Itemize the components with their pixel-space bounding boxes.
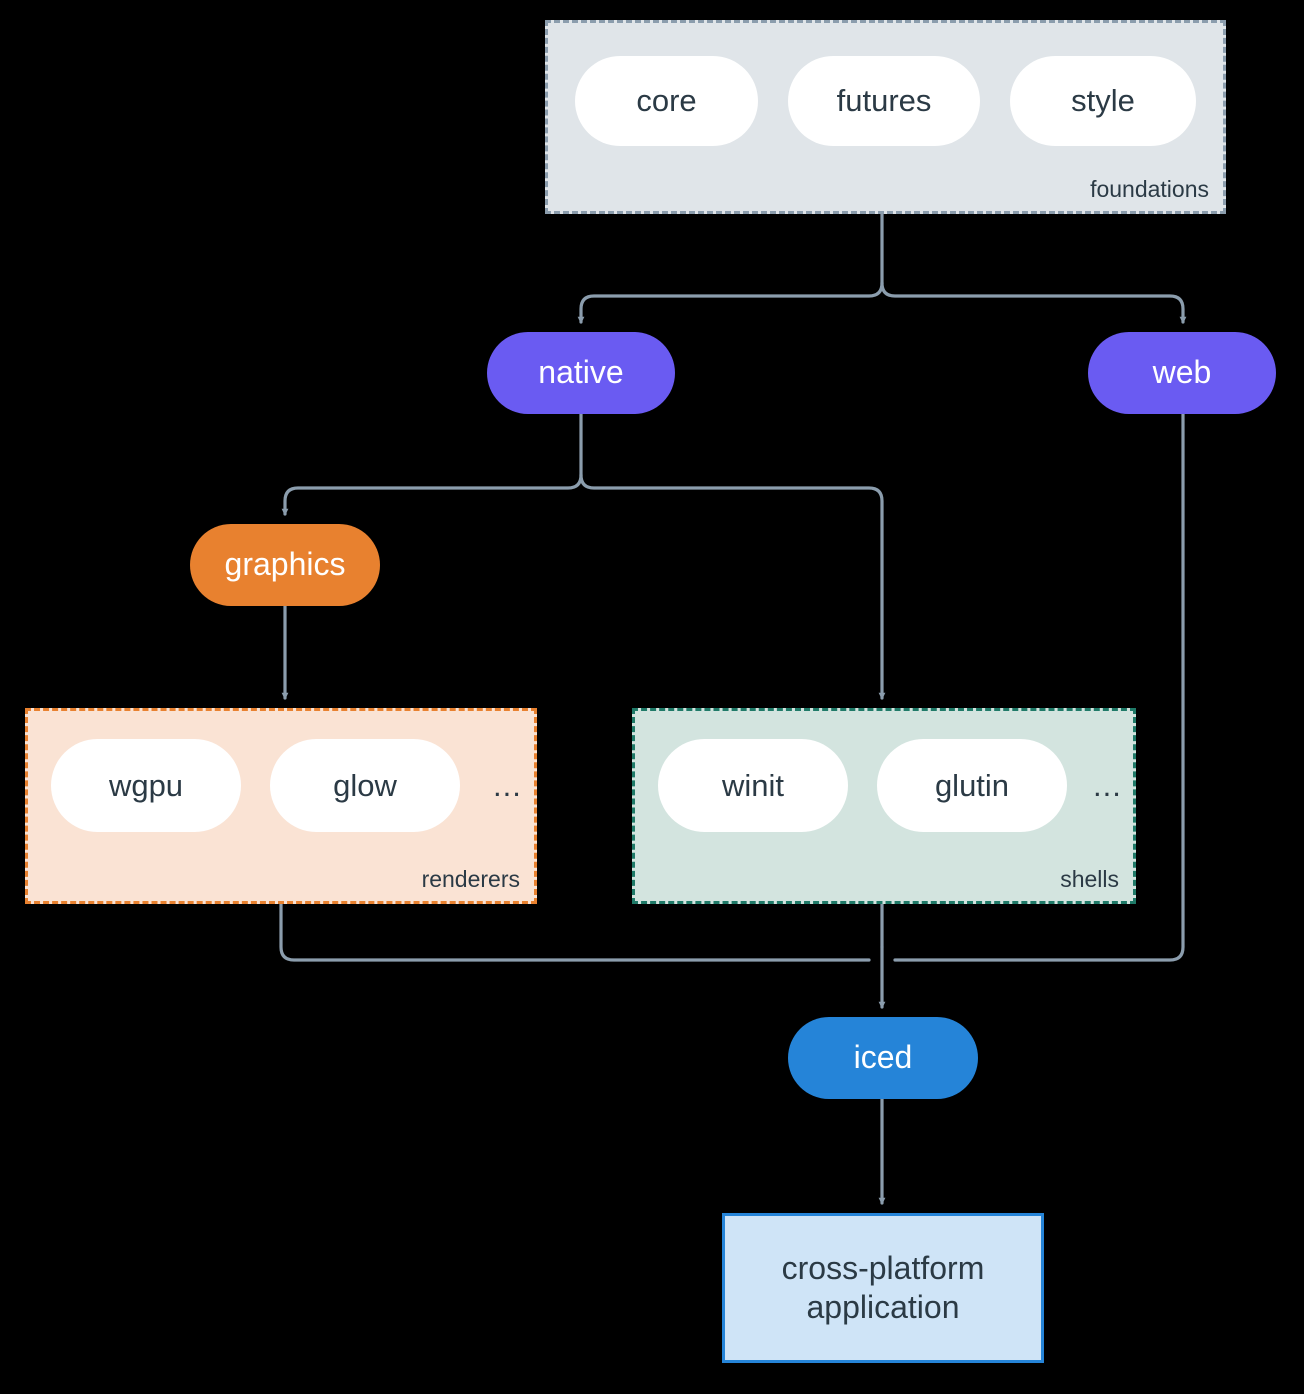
node-web[interactable]: web — [1088, 332, 1276, 414]
group-foundations: core futures style foundations — [545, 20, 1226, 214]
group-shells: winit glutin ... shells — [632, 708, 1136, 904]
edge-foundations-to-native — [577, 281, 884, 324]
app-label-line-2: application — [806, 1289, 960, 1325]
node-glutin[interactable]: glutin — [877, 739, 1067, 832]
node-futures[interactable]: futures — [788, 56, 980, 146]
shells-ellipsis: ... — [1093, 768, 1122, 803]
node-style[interactable]: style — [1010, 56, 1196, 146]
node-winit[interactable]: winit — [658, 739, 848, 832]
node-graphics[interactable]: graphics — [190, 524, 380, 606]
edge-native-to-graphics — [281, 473, 583, 516]
app-label-line-1: cross-platform — [781, 1249, 985, 1286]
edge-renderers-to-iced — [279, 902, 871, 962]
group-label-foundations: foundations — [1090, 176, 1209, 202]
node-glow[interactable]: glow — [270, 739, 460, 832]
node-core[interactable]: core — [575, 56, 758, 146]
edge-foundations-to-web — [880, 281, 1187, 324]
renderers-ellipsis: ... — [493, 768, 522, 803]
edge-native-to-shells — [579, 473, 886, 700]
group-renderers: wgpu glow ... renderers — [25, 708, 537, 904]
node-wgpu[interactable]: wgpu — [51, 739, 241, 832]
group-label-renderers: renderers — [421, 866, 520, 892]
node-iced[interactable]: iced — [788, 1017, 978, 1099]
group-label-shells: shells — [1060, 866, 1119, 892]
node-native[interactable]: native — [487, 332, 675, 414]
node-cross-platform-application[interactable]: cross-platform application — [722, 1213, 1044, 1363]
